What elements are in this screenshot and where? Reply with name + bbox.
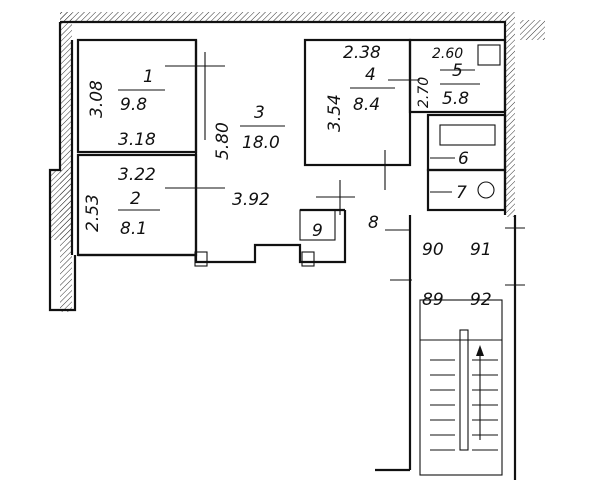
flat-92: 92 <box>470 290 492 310</box>
room-3-number: 3 <box>254 103 265 123</box>
stairwell <box>375 215 517 480</box>
room-7-number: 7 <box>456 183 467 203</box>
room-2-dim-height: 2.53 <box>83 194 103 232</box>
room-1-area: 9.8 <box>120 95 147 115</box>
interior-walls <box>76 38 507 267</box>
room-3-dim: 3.92 <box>232 190 270 210</box>
room-5-dim-width: 2.60 <box>432 46 463 62</box>
room-5-area: 5.8 <box>442 89 469 109</box>
room-6-number: 6 <box>458 149 469 169</box>
room-5-number: 5 <box>452 61 463 81</box>
room-2-number: 2 <box>130 189 141 209</box>
flat-90: 90 <box>422 240 444 260</box>
room-5-dim-height: 2.70 <box>416 77 432 108</box>
flat-91: 91 <box>470 240 492 260</box>
flat-89: 89 <box>422 290 444 310</box>
room-3-area: 18.0 <box>242 133 280 153</box>
room-1-number: 1 <box>143 67 154 87</box>
room-4-area: 8.4 <box>353 95 380 115</box>
room-2-dim-width: 3.22 <box>118 165 156 185</box>
room-1-dim-width: 3.18 <box>118 130 156 150</box>
room-2-area: 8.1 <box>120 219 147 239</box>
exterior-walls <box>48 12 545 312</box>
room-4-dim-width: 2.38 <box>343 43 381 63</box>
room-1-dim-height: 3.08 <box>87 80 107 118</box>
room-9-number: 9 <box>312 221 323 241</box>
room-1-dim-wall: 5.80 <box>213 122 233 160</box>
leader-lines <box>165 52 525 286</box>
room-4-number: 4 <box>365 65 376 85</box>
room-4-dim-height: 3.54 <box>325 94 345 132</box>
room-8-number: 8 <box>368 213 379 233</box>
